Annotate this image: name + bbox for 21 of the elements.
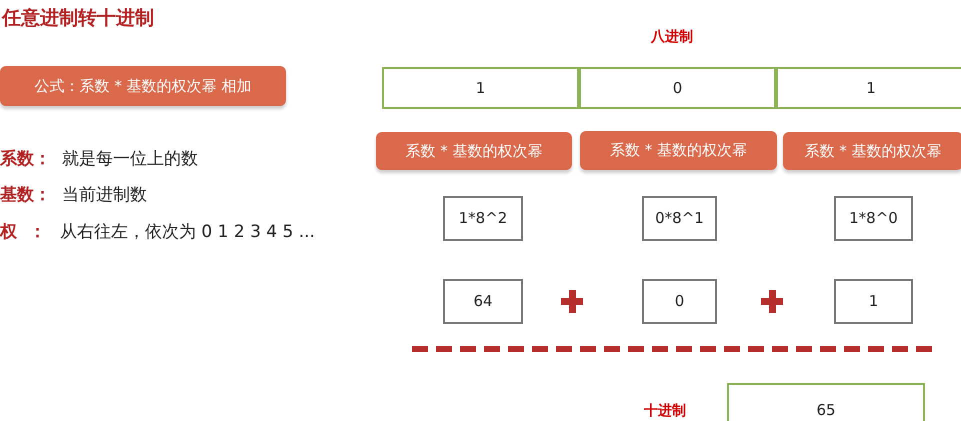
formula-box: 系数 * 基数的权次幂 bbox=[376, 132, 572, 170]
value-box: 1 bbox=[834, 279, 913, 324]
digit-cell: 0 bbox=[579, 67, 776, 109]
term-label: 基数： bbox=[0, 184, 51, 207]
digit-cell: 1 bbox=[776, 67, 961, 109]
definition-text: 当前进制数 bbox=[62, 184, 147, 207]
digit-cell: 1 bbox=[382, 67, 579, 109]
formula-box: 系数 * 基数的权次幂 bbox=[783, 132, 961, 170]
base-label: 十进制 bbox=[644, 402, 686, 421]
definition-text: 从右往左，依次为 0 1 2 3 4 5 ... bbox=[60, 221, 315, 244]
value-box: 0 bbox=[642, 279, 717, 324]
formula-box: 公式：系数 * 基数的权次幂 相加 bbox=[0, 66, 286, 106]
formula-box: 系数 * 基数的权次幂 bbox=[580, 131, 777, 170]
value-box: 1*8^0 bbox=[834, 196, 913, 241]
value-box: 0*8^1 bbox=[642, 196, 717, 241]
title: 任意进制转十进制 bbox=[2, 6, 154, 31]
term-label: 系数： bbox=[0, 148, 51, 171]
value-box: 1*8^2 bbox=[443, 196, 523, 241]
value-box: 64 bbox=[443, 279, 523, 324]
definition-text: 就是每一位上的数 bbox=[62, 148, 198, 171]
base-label: 八进制 bbox=[651, 28, 693, 47]
